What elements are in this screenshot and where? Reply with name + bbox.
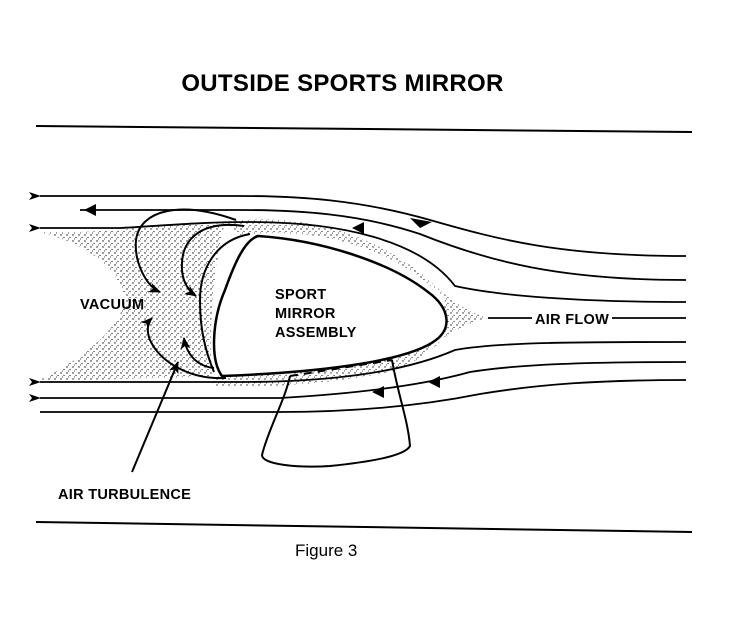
air-turbulence-pointer [131,361,179,473]
streamline-bottom-1 [29,341,687,386]
boundary-layer-top [225,219,488,340]
streamline-top-2 [80,209,687,281]
top-rule [35,125,693,133]
flow-arrow-top-right [410,218,432,228]
flow-arrow-bottom-right [428,376,440,388]
flow-arrow-top-mid [352,222,364,234]
bottom-rule [35,521,693,533]
turbulence-eddy-2 [180,223,245,297]
figure-caption: Figure 3 [295,541,358,560]
air-flow-label: AIR FLOW [532,311,613,330]
streamline-top-1 [29,192,687,257]
air-turbulence-label: AIR TURBULENCE [58,487,192,503]
mirror-label-line1: SPORT [275,287,327,303]
diagram-title: OUTSIDE SPORTS MIRROR [181,70,504,97]
mirror-mount [260,359,412,468]
mirror-label-line2: MIRROR [275,306,336,322]
mirror-label-line3: ASSEMBLY [275,325,357,341]
vacuum-label: VACUUM [80,297,145,313]
mirror-assembly [212,234,448,378]
turbulence-eddy-3 [198,233,251,373]
turbulence-eddy-1 [134,208,237,293]
flow-arrow-left-mid [84,204,96,216]
turbulence-eddy-5 [180,337,215,369]
streamline-top-3 [29,221,687,303]
turbulence-eddy-4 [140,317,227,380]
boundary-layer-bottom [212,342,440,387]
vacuum-region [40,222,225,380]
streamline-bottom-3 [40,379,687,413]
flow-arrow-bottom-mid [372,386,384,398]
streamline-bottom-2 [29,361,687,402]
mount-dashed-line [289,359,393,377]
